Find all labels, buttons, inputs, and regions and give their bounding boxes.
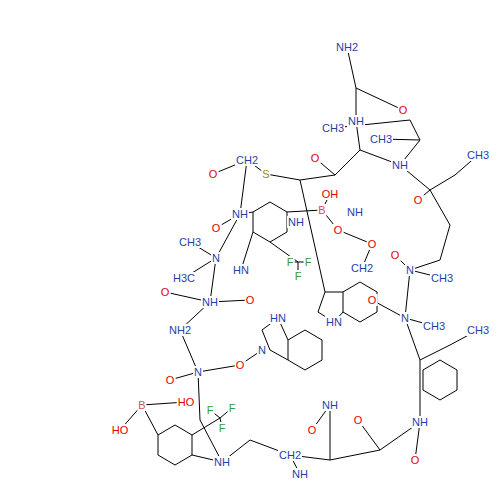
atom-label: O xyxy=(398,104,409,116)
side-chain-bonds xyxy=(347,47,356,121)
atom-label: O xyxy=(367,294,378,306)
atom-label: OH xyxy=(321,188,340,200)
atom-label: O xyxy=(333,224,344,236)
atom-label: NH xyxy=(201,296,219,308)
atom-label: NH xyxy=(347,115,365,127)
atom-label: N xyxy=(257,344,267,356)
atom-label: S xyxy=(261,168,270,180)
atom-label: CH3 xyxy=(466,149,490,161)
atom-label: NH2 xyxy=(168,324,192,336)
atom-label: O xyxy=(353,414,364,426)
atom-label: O xyxy=(165,374,176,386)
atom-label: O xyxy=(367,238,378,250)
atom-label: NH xyxy=(391,159,409,171)
atom-label: O xyxy=(235,359,246,371)
indole-ring xyxy=(343,282,377,322)
atom-label: CH2 xyxy=(235,154,259,166)
indole-ring xyxy=(288,330,322,370)
atom-label: F xyxy=(304,256,313,268)
aryl-ring xyxy=(158,425,192,465)
atom-label: NH xyxy=(231,208,249,220)
atom-label: N xyxy=(193,366,203,378)
atom-label: HN xyxy=(325,316,343,328)
atom-label: F xyxy=(228,402,237,414)
atom-label: B xyxy=(317,204,326,216)
atom-label: HN xyxy=(269,312,287,324)
atom-label: NH xyxy=(321,399,339,411)
atom-label: H3C xyxy=(172,272,196,284)
atom-label: B xyxy=(137,399,146,411)
atom-label: O xyxy=(413,194,424,206)
aryl-ring xyxy=(253,202,287,242)
atom-label: O xyxy=(208,168,219,180)
atom-label: NH xyxy=(213,456,231,468)
atom-label: O xyxy=(245,294,256,306)
atom-label: O xyxy=(307,424,318,436)
atom-label: O xyxy=(390,249,401,261)
atom-label: N xyxy=(211,252,221,264)
atom-label: O xyxy=(160,286,171,298)
aryl-ring xyxy=(423,360,457,400)
atom-label: CH3 xyxy=(430,272,454,284)
atom-label: O xyxy=(310,152,321,164)
atom-label: NH xyxy=(346,206,364,218)
atom-label: CH3 xyxy=(178,236,202,248)
atom-label: O xyxy=(410,454,421,466)
macrocycle-bonds xyxy=(180,150,450,462)
atom-label: CH2 xyxy=(350,262,374,274)
atom-label: N xyxy=(400,312,410,324)
atom-label: CH3 xyxy=(369,133,393,145)
atom-label: CH3 xyxy=(466,324,490,336)
atom-label: HN xyxy=(232,264,250,276)
atom-label: O xyxy=(211,222,222,234)
atom-label: HO xyxy=(111,424,130,436)
atom-label: F xyxy=(206,404,215,416)
atom-label: F xyxy=(286,256,295,268)
atom-label: HO xyxy=(177,396,196,408)
atom-label: NH2 xyxy=(335,41,359,53)
atom-label: CH3 xyxy=(422,320,446,332)
atom-label: NH xyxy=(291,468,309,480)
atom-label: F xyxy=(294,270,303,282)
atom-label: N xyxy=(405,264,415,276)
atom-label: CH3 xyxy=(321,122,345,134)
atom-label: F xyxy=(218,422,227,434)
atom-label: CH2 xyxy=(278,449,302,461)
atom-label: NH xyxy=(287,216,305,228)
atom-label: NH xyxy=(411,416,429,428)
